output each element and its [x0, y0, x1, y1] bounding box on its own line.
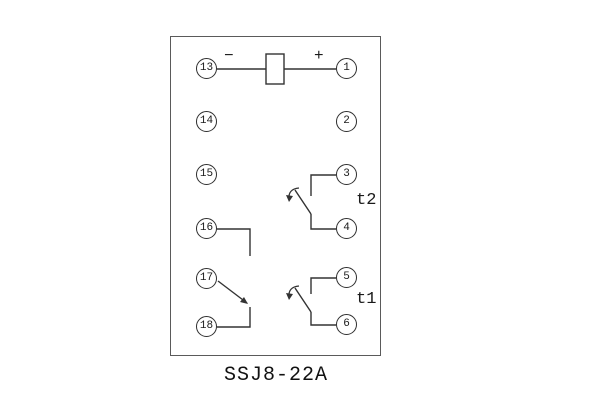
relay-body-outline [170, 36, 381, 356]
contact-label-t2: t2 [356, 191, 377, 210]
terminal-3: 3 [336, 164, 357, 185]
delay-arrow-t1-icon [286, 293, 293, 300]
terminal-1: 1 [336, 58, 357, 79]
wire-terminal-3 [310, 174, 336, 196]
terminal-15: 15 [196, 164, 217, 185]
delay-arrow-t2-icon [286, 195, 293, 202]
model-caption: SSJ8-22A [223, 364, 328, 387]
terminal-5: 5 [336, 267, 357, 288]
wire-terminal-5 [310, 277, 336, 294]
polarity-minus-label: − [224, 47, 234, 65]
terminal-14: 14 [196, 111, 217, 132]
terminal-17: 17 [196, 268, 217, 289]
coil-symbol [265, 53, 285, 85]
wire-terminal-16 [217, 228, 251, 256]
contact-blade-t1 [294, 287, 312, 313]
contact-arrow-17-icon [240, 297, 248, 304]
contact-blade-t2 [294, 189, 312, 215]
wire-terminal-18 [217, 307, 251, 328]
terminal-2: 2 [336, 111, 357, 132]
wire-terminal-4 [310, 214, 336, 230]
contact-label-t1: t1 [356, 290, 377, 309]
polarity-plus-label: + [314, 47, 324, 65]
terminal-13: 13 [196, 58, 217, 79]
terminal-18: 18 [196, 316, 217, 337]
terminal-16: 16 [196, 218, 217, 239]
wire-terminal-6 [310, 312, 336, 326]
terminal-6: 6 [336, 314, 357, 335]
terminal-4: 4 [336, 218, 357, 239]
